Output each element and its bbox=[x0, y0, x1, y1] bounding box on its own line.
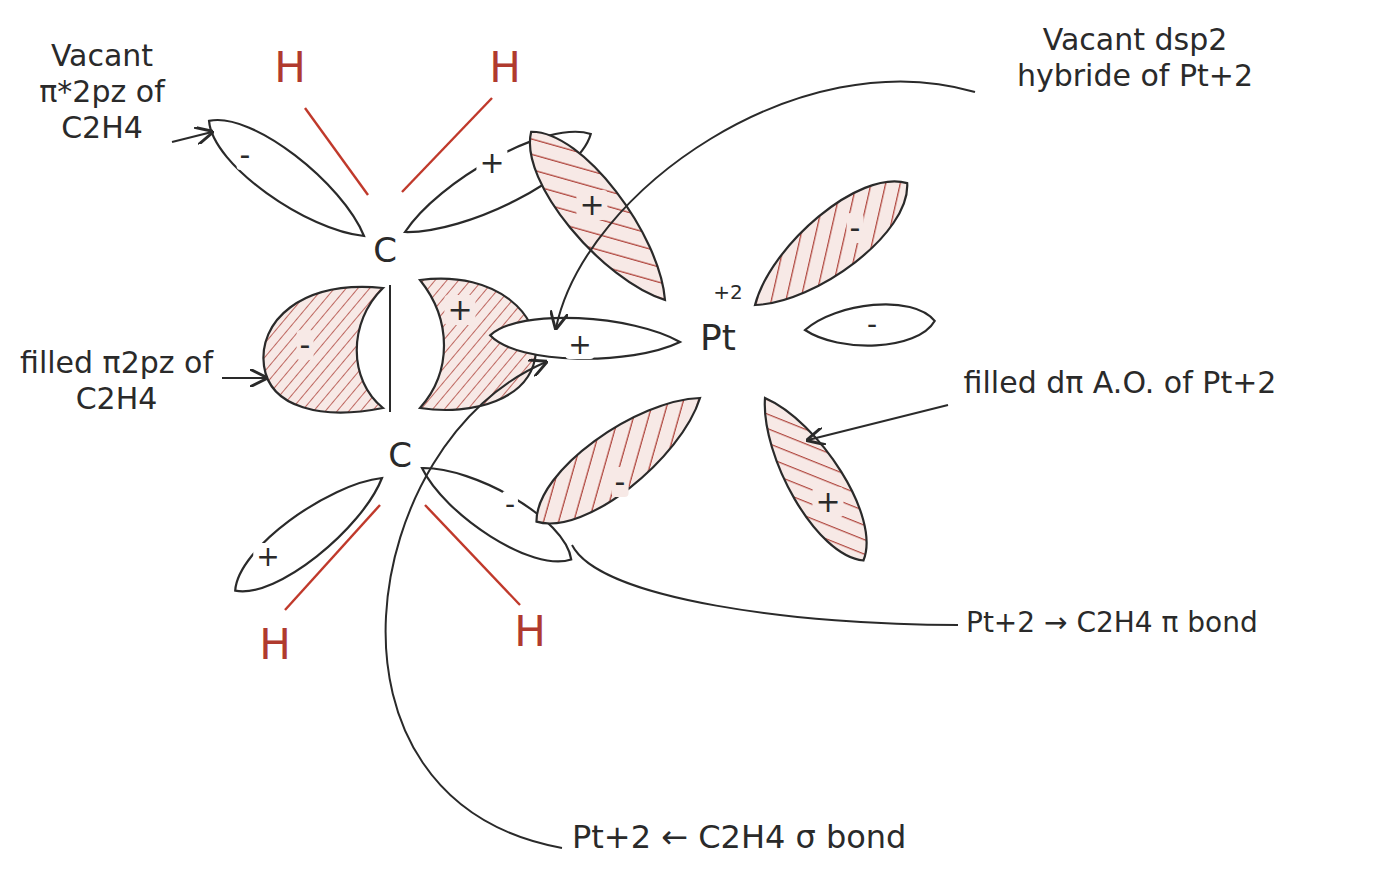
d-orbital-lobe bbox=[519, 375, 718, 545]
pi-orbital-lobe bbox=[263, 287, 383, 412]
leader-line bbox=[572, 545, 958, 625]
leader-line bbox=[808, 405, 948, 440]
leader-line bbox=[556, 81, 975, 328]
charge-label: +2 bbox=[713, 282, 742, 302]
atom-symbol: H bbox=[259, 624, 291, 666]
phase-sign: - bbox=[847, 213, 864, 243]
atom-symbol: H bbox=[274, 47, 306, 89]
d-orbital-lobe bbox=[742, 384, 887, 575]
callout-text: Vacant π*2pz of C2H4 bbox=[12, 38, 192, 146]
hybrid-lobe bbox=[804, 301, 937, 351]
phase-sign: + bbox=[576, 190, 607, 220]
d-orbital-lobe bbox=[737, 160, 926, 328]
atom-symbol: C bbox=[388, 438, 412, 472]
antibonding-lobe bbox=[222, 460, 396, 608]
leader-line bbox=[222, 377, 266, 379]
antibonding-lobe bbox=[195, 102, 378, 255]
atom-symbol: H bbox=[514, 611, 546, 653]
hybrid-lobe bbox=[489, 315, 680, 362]
phase-sign: - bbox=[502, 491, 518, 519]
phase-sign: - bbox=[297, 330, 314, 360]
atom-symbol: Pt bbox=[700, 320, 736, 356]
callout-text: Pt+2 → C2H4 π bond bbox=[966, 606, 1258, 640]
callout-text: filled π2pz of C2H4 bbox=[14, 345, 219, 417]
phase-sign: + bbox=[476, 148, 507, 178]
leader-line bbox=[386, 362, 562, 848]
phase-sign: + bbox=[812, 487, 843, 517]
phase-sign: - bbox=[612, 467, 629, 497]
d-orbital-lobe bbox=[508, 114, 688, 319]
atom-symbol: H bbox=[489, 47, 521, 89]
callout-text: Vacant dsp2 hybride of Pt+2 bbox=[990, 22, 1280, 94]
phase-sign: + bbox=[444, 295, 475, 325]
leader-line bbox=[172, 132, 212, 142]
atom-symbol: C bbox=[373, 233, 397, 267]
phase-sign: - bbox=[237, 140, 254, 170]
phase-sign: + bbox=[253, 543, 282, 571]
callout-text: Pt+2 ← C2H4 σ bond bbox=[572, 818, 906, 856]
cc-bond bbox=[389, 285, 391, 412]
callout-text: filled dπ A.O. of Pt+2 bbox=[955, 365, 1285, 401]
phase-sign: + bbox=[565, 331, 594, 359]
phase-sign: - bbox=[864, 311, 880, 339]
